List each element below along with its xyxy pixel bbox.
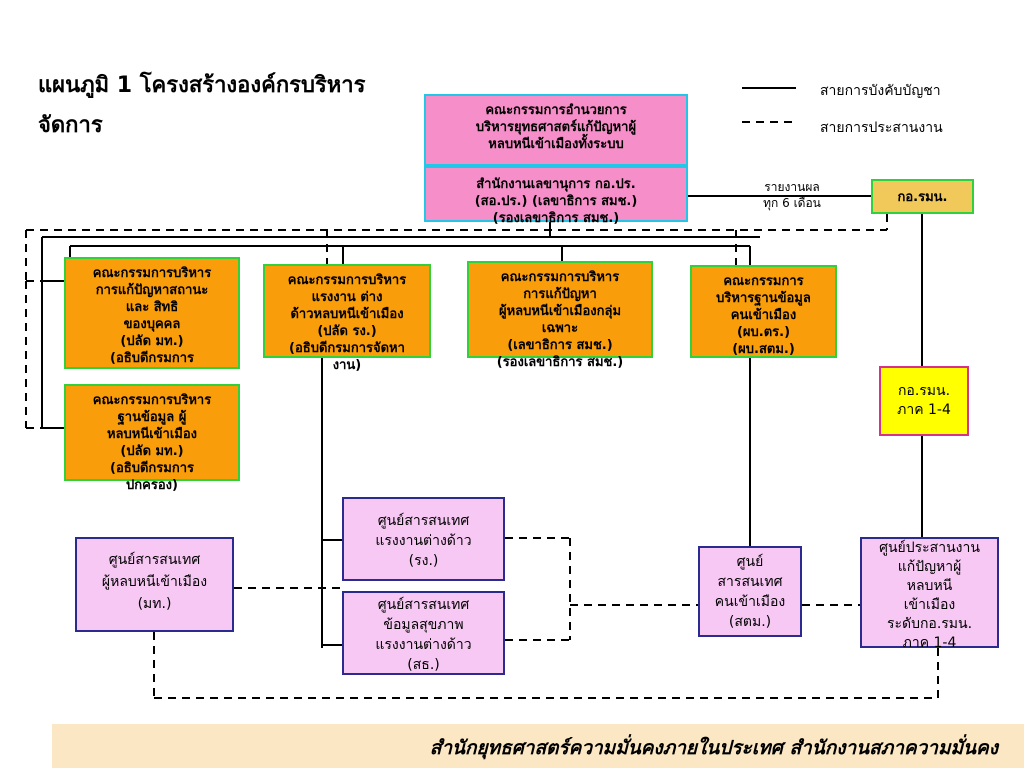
box-line: ข้อมูลสุขภาพ [383, 617, 464, 633]
box-line: หลบหนี [906, 578, 953, 594]
box-line: บริหารยุทธศาสตร์แก้ปัญหาผู้ [475, 120, 637, 135]
report-note-line2: ทุก 6 เดือน [763, 196, 821, 210]
box-line: (อธิบดีกรมการ [110, 461, 194, 476]
box-line: กอ.รมน. [897, 190, 948, 205]
box-line: หลบหนีเข้าเมือง [106, 427, 198, 442]
committee-labor-box: คณะกรรมการบริหาร แรงงาน ต่าง ด้าวหลบหนีเ… [263, 264, 431, 373]
box-line: คณะกรรมการบริหาร [500, 270, 620, 285]
committee-database-box: คณะกรรมการ บริหารฐานข้อมูล คนเข้าเมือง (… [690, 265, 837, 358]
report-note-line1: รายงานผล [764, 180, 820, 194]
box-line: (รองเลขาธิการ สมช.) [496, 355, 624, 370]
box-line: การแก้ปัญหา [523, 287, 597, 302]
box-line: (สธ.) [407, 657, 440, 673]
command-lines [41, 195, 923, 648]
box-line: และ สิทธิ [125, 300, 179, 315]
secretariat-box: สำนักงานเลขานุการ กอ.ปร. (สอ.ปร.) (เลขาธ… [424, 166, 688, 226]
box-line: ศูนย์สารสนเทศ [377, 597, 470, 613]
kor-ramon-region-box: กอ.รมน. ภาค 1-4 [879, 366, 969, 436]
box-line: (สอ.ปร.) (เลขาธิการ สมช.) [474, 194, 638, 209]
box-line: กอ.รมน. [897, 383, 951, 399]
page-title: แผนภูมิ 1 โครงสร้างองค์กรบริหาร จัดการ [38, 66, 458, 146]
footer-banner: สำนักยุทธศาสตร์ความมั่นคงภายในประเทศ สำน… [52, 724, 1024, 768]
coordination-lines [25, 214, 939, 699]
box-line: สารสนเทศ [717, 574, 783, 590]
top-committee-box: คณะกรรมการอำนวยการ บริหารยุทธศาสตร์แก้ปั… [424, 94, 688, 166]
box-line: ผู้หลบหนีเข้าเมืองกลุ่ม [498, 304, 622, 319]
box-line: เฉพาะ [541, 321, 579, 336]
box-line: แรงงาน ต่าง [311, 290, 383, 305]
legend-coordination-label: สายการประสานงาน [820, 120, 943, 136]
coordination-center-box: ศูนย์ประสานงาน แก้ปัญหาผู้ หลบหนี เข้าเม… [860, 537, 999, 651]
box-line: ศูนย์ประสานงาน [879, 540, 980, 556]
box-line: (อธิบดีกรมการจัดหา [289, 341, 405, 356]
box-line: ของบุคคล [123, 317, 181, 332]
committee-db-mt-box: คณะกรรมการบริหาร ฐานข้อมูล ผู้ หลบหนีเข้… [64, 384, 240, 493]
box-line: คนเข้าเมือง [730, 308, 797, 323]
kor-ramon-box: กอ.รมน. [871, 179, 974, 214]
box-line: เข้าเมือง [903, 597, 956, 613]
box-line: คณะกรรมการบริหาร [92, 266, 212, 281]
box-line: ด้าวหลบหนีเข้าเมือง [290, 307, 404, 322]
box-line: แรงงานต่างด้าว [375, 637, 472, 653]
info-center-mt-box: ศูนย์สารสนเทศ ผู้หลบหนีเข้าเมือง (มท.) [75, 537, 234, 632]
legend-command-label: สายการบังคับบัญชา [820, 83, 941, 99]
box-line: แรงงานต่างด้าว [375, 533, 472, 549]
box-line: (สตม.) [728, 614, 772, 630]
box-line: สำนักงานเลขานุการ กอ.ปร. [476, 177, 636, 192]
box-line: ภาค 1-4 [902, 635, 957, 651]
box-line: (รองเลขาธิการ สมช.) [492, 211, 620, 226]
info-center-immigration-box: ศูนย์ สารสนเทศ คนเข้าเมือง (สตม.) [698, 546, 802, 637]
box-line: (เลขาธิการ สมช.) [507, 338, 613, 353]
box-line: ศูนย์สารสนเทศ [108, 552, 201, 568]
box-line: คณะกรรมการบริหาร [287, 273, 407, 288]
box-line: บริหารฐานข้อมูล [716, 291, 811, 306]
box-line: ผู้หลบหนีเข้าเมือง [101, 574, 208, 590]
box-line: (มท.) [137, 596, 172, 612]
box-line: ภาค 1-4 [897, 402, 951, 418]
box-line: (ปลัด มท.) [120, 334, 184, 349]
box-line: ศูนย์สารสนเทศ [377, 513, 470, 529]
box-line: (อธิบดีกรมการ [110, 351, 194, 366]
page-title-line2: จัดการ [38, 113, 103, 138]
committee-status-box: คณะกรรมการบริหาร การแก้ปัญหาสถานะ และ สิ… [64, 257, 240, 369]
box-line: (ผบ.สตม.) [732, 342, 795, 357]
box-line: ฐานข้อมูล ผู้ [117, 410, 187, 425]
box-line: ศูนย์ [736, 554, 764, 570]
box-line: คณะกรรมการ [723, 274, 804, 289]
box-line: การแก้ปัญหาสถานะ [95, 283, 209, 298]
box-line: คนเข้าเมือง [714, 594, 786, 610]
box-line: คณะกรรมการอำนวยการ [485, 103, 627, 118]
box-line: งาน) [332, 358, 362, 373]
box-line: คณะกรรมการบริหาร [92, 393, 212, 408]
box-line: (ผบ.ตร.) [736, 325, 791, 340]
box-line: (ปลัด รง.) [317, 324, 377, 339]
committee-specific-group-box: คณะกรรมการบริหาร การแก้ปัญหา ผู้หลบหนีเข… [467, 261, 653, 370]
box-line: แก้ปัญหาผู้ [897, 559, 962, 575]
info-center-labor-box: ศูนย์สารสนเทศ แรงงานต่างด้าว (รง.) [342, 497, 505, 581]
box-line: ปกครอง) [126, 478, 178, 493]
box-line: (ปลัด มท.) [120, 444, 184, 459]
box-line: หลบหนีเข้าเมืองทั้งระบบ [488, 137, 624, 152]
footer-text: สำนักยุทธศาสตร์ความมั่นคงภายในประเทศ สำน… [429, 737, 998, 759]
page-title-line1: แผนภูมิ 1 โครงสร้างองค์กรบริหาร [38, 73, 366, 98]
info-center-health-box: ศูนย์สารสนเทศ ข้อมูลสุขภาพ แรงงานต่างด้า… [342, 591, 505, 675]
box-line: ระดับกอ.รมน. [886, 616, 973, 632]
box-line: (รง.) [408, 553, 439, 569]
report-note: รายงานผล ทุก 6 เดือน [750, 179, 834, 211]
